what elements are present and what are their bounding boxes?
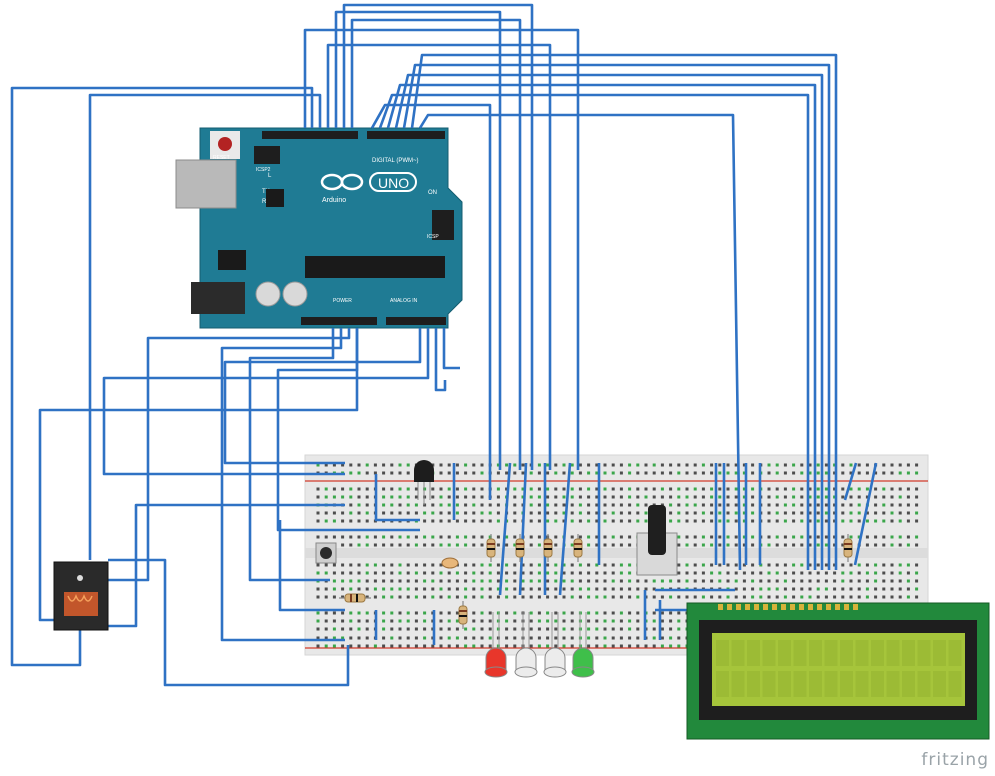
- voltage-regulator: [218, 250, 246, 270]
- arduino-brand-label: Arduino: [322, 197, 346, 204]
- icsp-label: ICSP: [427, 234, 439, 240]
- wire: [104, 328, 428, 474]
- reset-label: RESET: [213, 155, 230, 161]
- digital-header-left: [262, 131, 358, 139]
- lcd-16x2: [687, 603, 989, 739]
- photoresistor: [442, 558, 458, 568]
- atmega-chip: [305, 256, 445, 278]
- capacitor-1: [256, 282, 280, 306]
- power-header: [301, 317, 377, 325]
- uno-label: UNO: [378, 175, 409, 191]
- arduino-uno-board: RESET ICSP2 DIGITAL (PWM~) UNO Arduino L…: [176, 128, 462, 328]
- analog-label: ANALOG IN: [390, 298, 418, 304]
- on-label: ON: [428, 190, 437, 196]
- power-label: POWER: [333, 298, 352, 304]
- pushbutton: [316, 543, 336, 563]
- relay: [54, 562, 108, 630]
- usb-chip: [266, 189, 284, 207]
- power-jack: [191, 282, 245, 314]
- digital-label: DIGITAL (PWM~): [372, 158, 419, 164]
- digital-header-right: [367, 131, 445, 139]
- analog-header: [386, 317, 446, 325]
- usb-port: [176, 160, 236, 208]
- wire: [444, 328, 460, 368]
- icsp2-header: [254, 146, 280, 164]
- capacitor-2: [283, 282, 307, 306]
- fritzing-watermark: fritzing: [921, 750, 989, 770]
